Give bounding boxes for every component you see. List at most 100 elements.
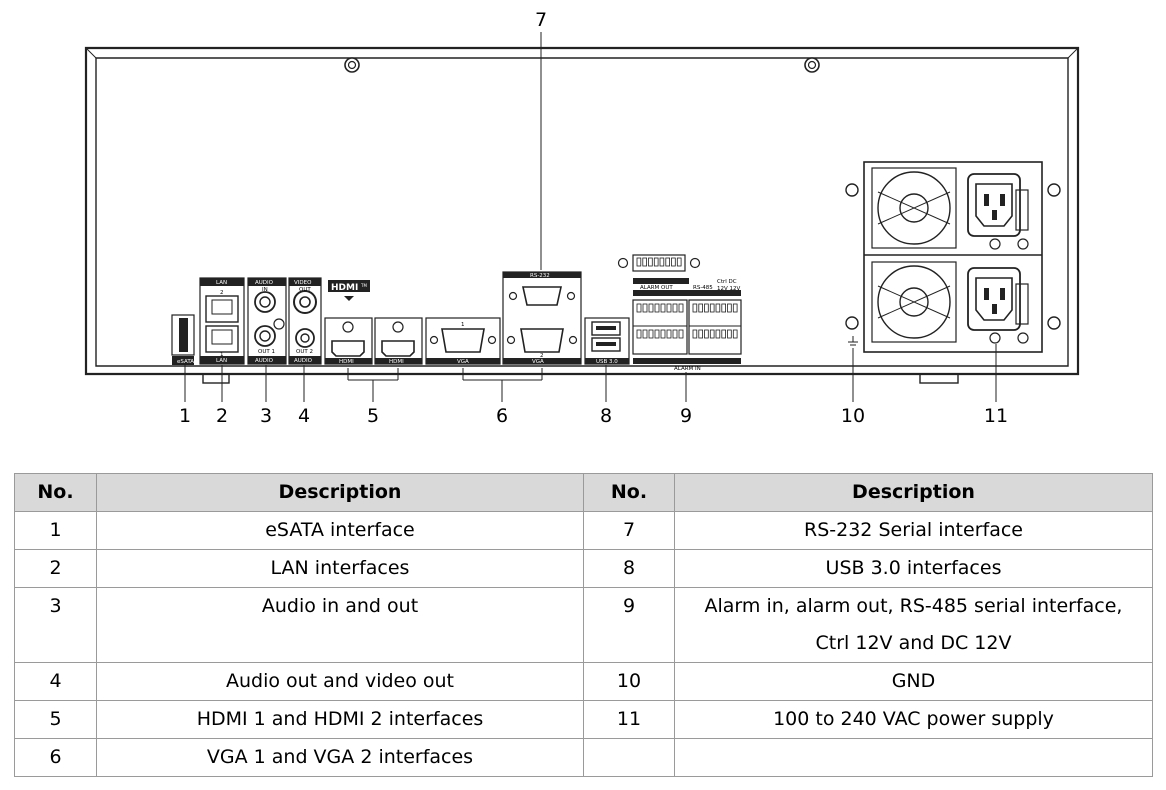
cell-description: Audio out and video out xyxy=(96,662,584,701)
terminal-pin xyxy=(676,257,682,267)
callout-8: 8 xyxy=(600,405,612,427)
callout-5: 5 xyxy=(367,405,379,427)
screw-icon xyxy=(344,57,820,73)
cell-description: VGA 1 and VGA 2 interfaces xyxy=(96,738,584,777)
label-lan-num-top: 2 xyxy=(220,290,224,296)
terminal-pin xyxy=(665,257,670,267)
terminal-pin xyxy=(672,303,678,313)
terminal-pin xyxy=(636,329,642,339)
label-audio2-out: OUT 2 xyxy=(296,349,313,355)
terminal-pin xyxy=(678,329,684,339)
callout-7: 7 xyxy=(535,9,547,31)
terminal-pin xyxy=(660,303,666,313)
terminal-pin xyxy=(642,257,647,267)
cell-description: HDMI 1 and HDMI 2 interfaces xyxy=(96,700,584,739)
terminal-pin xyxy=(732,329,738,339)
callout-numbers: 1 2 3 4 5 6 7 8 9 10 11 xyxy=(179,9,1008,427)
callout-2: 2 xyxy=(216,405,228,427)
cell-description: GND xyxy=(674,662,1153,701)
label-rs485: RS-485 xyxy=(693,285,713,291)
cell-no: 11 xyxy=(583,700,675,739)
terminal-pin xyxy=(727,329,732,339)
terminal-pin xyxy=(672,329,678,339)
terminal-pin xyxy=(642,303,648,313)
label-video-top: VIDEO xyxy=(294,280,312,286)
terminal-pin xyxy=(721,329,726,339)
terminal-pin xyxy=(732,303,738,313)
terminal-pin xyxy=(692,329,698,339)
cell-no: 8 xyxy=(583,549,675,588)
cell-no: 7 xyxy=(583,511,675,550)
terminal-pin xyxy=(709,329,715,339)
label-esata: eSATA xyxy=(177,359,194,365)
label-lan-num-bottom: 1 xyxy=(220,352,224,358)
terminal-pin xyxy=(648,329,654,339)
terminal-pin xyxy=(715,303,721,313)
chassis xyxy=(84,46,1080,384)
label-vga-num1: 1 xyxy=(461,322,465,328)
header-description: Description xyxy=(96,473,584,512)
label-lan-bottom: LAN xyxy=(216,358,227,364)
label-hdmi2: HDMI xyxy=(389,359,404,365)
terminal-pin xyxy=(671,257,676,267)
terminal-pin xyxy=(660,329,666,339)
ground-icon xyxy=(848,336,858,346)
callout-4: 4 xyxy=(298,405,310,427)
label-alarm-in: ALARM IN xyxy=(674,366,701,372)
cell-description-cont: Ctrl 12V and DC 12V xyxy=(674,625,1153,663)
label-usb: USB 3.0 xyxy=(596,359,618,365)
terminal-pin xyxy=(698,303,703,313)
terminal-pin xyxy=(692,303,698,313)
terminal-pin xyxy=(654,303,660,313)
terminal-pin xyxy=(636,303,642,313)
rear-panel-diagram: eSATA LAN 2 1 LAN AUDIO IN OUT 1 AUDIO V… xyxy=(84,9,1080,427)
table-row: 6 VGA 1 and VGA 2 interfaces xyxy=(14,738,1153,777)
terminal-pin xyxy=(666,329,672,339)
terminal-pin xyxy=(709,303,715,313)
hdmi-tm: TM xyxy=(360,283,367,288)
terminal-pin xyxy=(653,257,659,267)
callout-11: 11 xyxy=(984,405,1008,427)
label-lan-top: LAN xyxy=(216,280,227,286)
label-audio-bottom: AUDIO xyxy=(255,358,274,364)
header-no-2: No. xyxy=(583,473,675,512)
header-no: No. xyxy=(14,473,97,512)
label-hdmi1: HDMI xyxy=(339,359,354,365)
label-audio2-bottom: AUDIO xyxy=(294,358,313,364)
label-audio-in: IN xyxy=(262,287,268,293)
cell-description: 100 to 240 VAC power supply xyxy=(674,700,1153,739)
callout-3: 3 xyxy=(260,405,272,427)
label-audio-top: AUDIO xyxy=(255,280,274,286)
terminal-pin xyxy=(648,303,654,313)
terminal-pin xyxy=(666,303,672,313)
cell-no xyxy=(583,738,675,777)
cell-description: RS-232 Serial interface xyxy=(674,511,1153,550)
terminal-pin xyxy=(659,257,665,267)
terminal-pin xyxy=(704,329,709,339)
callout-9: 9 xyxy=(680,405,692,427)
cell-description xyxy=(674,738,1153,777)
terminal-pins xyxy=(636,257,738,339)
terminal-pin xyxy=(721,303,726,313)
terminal-pin xyxy=(727,303,732,313)
terminal-pin xyxy=(678,303,684,313)
cell-description: USB 3.0 interfaces xyxy=(674,549,1153,588)
cell-description: Alarm in, alarm out, RS-485 serial inter… xyxy=(674,587,1153,625)
table-header-row: No. Description No. Description xyxy=(14,473,1153,512)
label-vga-num2: 2 xyxy=(540,353,544,359)
callout-lines xyxy=(184,32,997,402)
cell-description: LAN interfaces xyxy=(96,549,584,588)
callout-6: 6 xyxy=(496,405,508,427)
table-row: 2 LAN interfaces 8 USB 3.0 interfaces xyxy=(14,549,1153,588)
header-description-2: Description xyxy=(674,473,1153,512)
callout-10: 10 xyxy=(841,405,865,427)
terminal-pin xyxy=(704,303,709,313)
cell-no: 2 xyxy=(14,549,97,588)
table-row: 4 Audio out and video out 10 GND xyxy=(14,662,1153,701)
label-video-out: OUT xyxy=(299,287,311,293)
screw-icon xyxy=(845,183,1061,330)
label-alarm-out: ALARM OUT xyxy=(640,285,673,291)
panel-labels: eSATA LAN 2 1 LAN AUDIO IN OUT 1 AUDIO V… xyxy=(177,273,741,372)
label-vga1: VGA xyxy=(457,359,469,365)
cell-no: 5 xyxy=(14,700,97,739)
